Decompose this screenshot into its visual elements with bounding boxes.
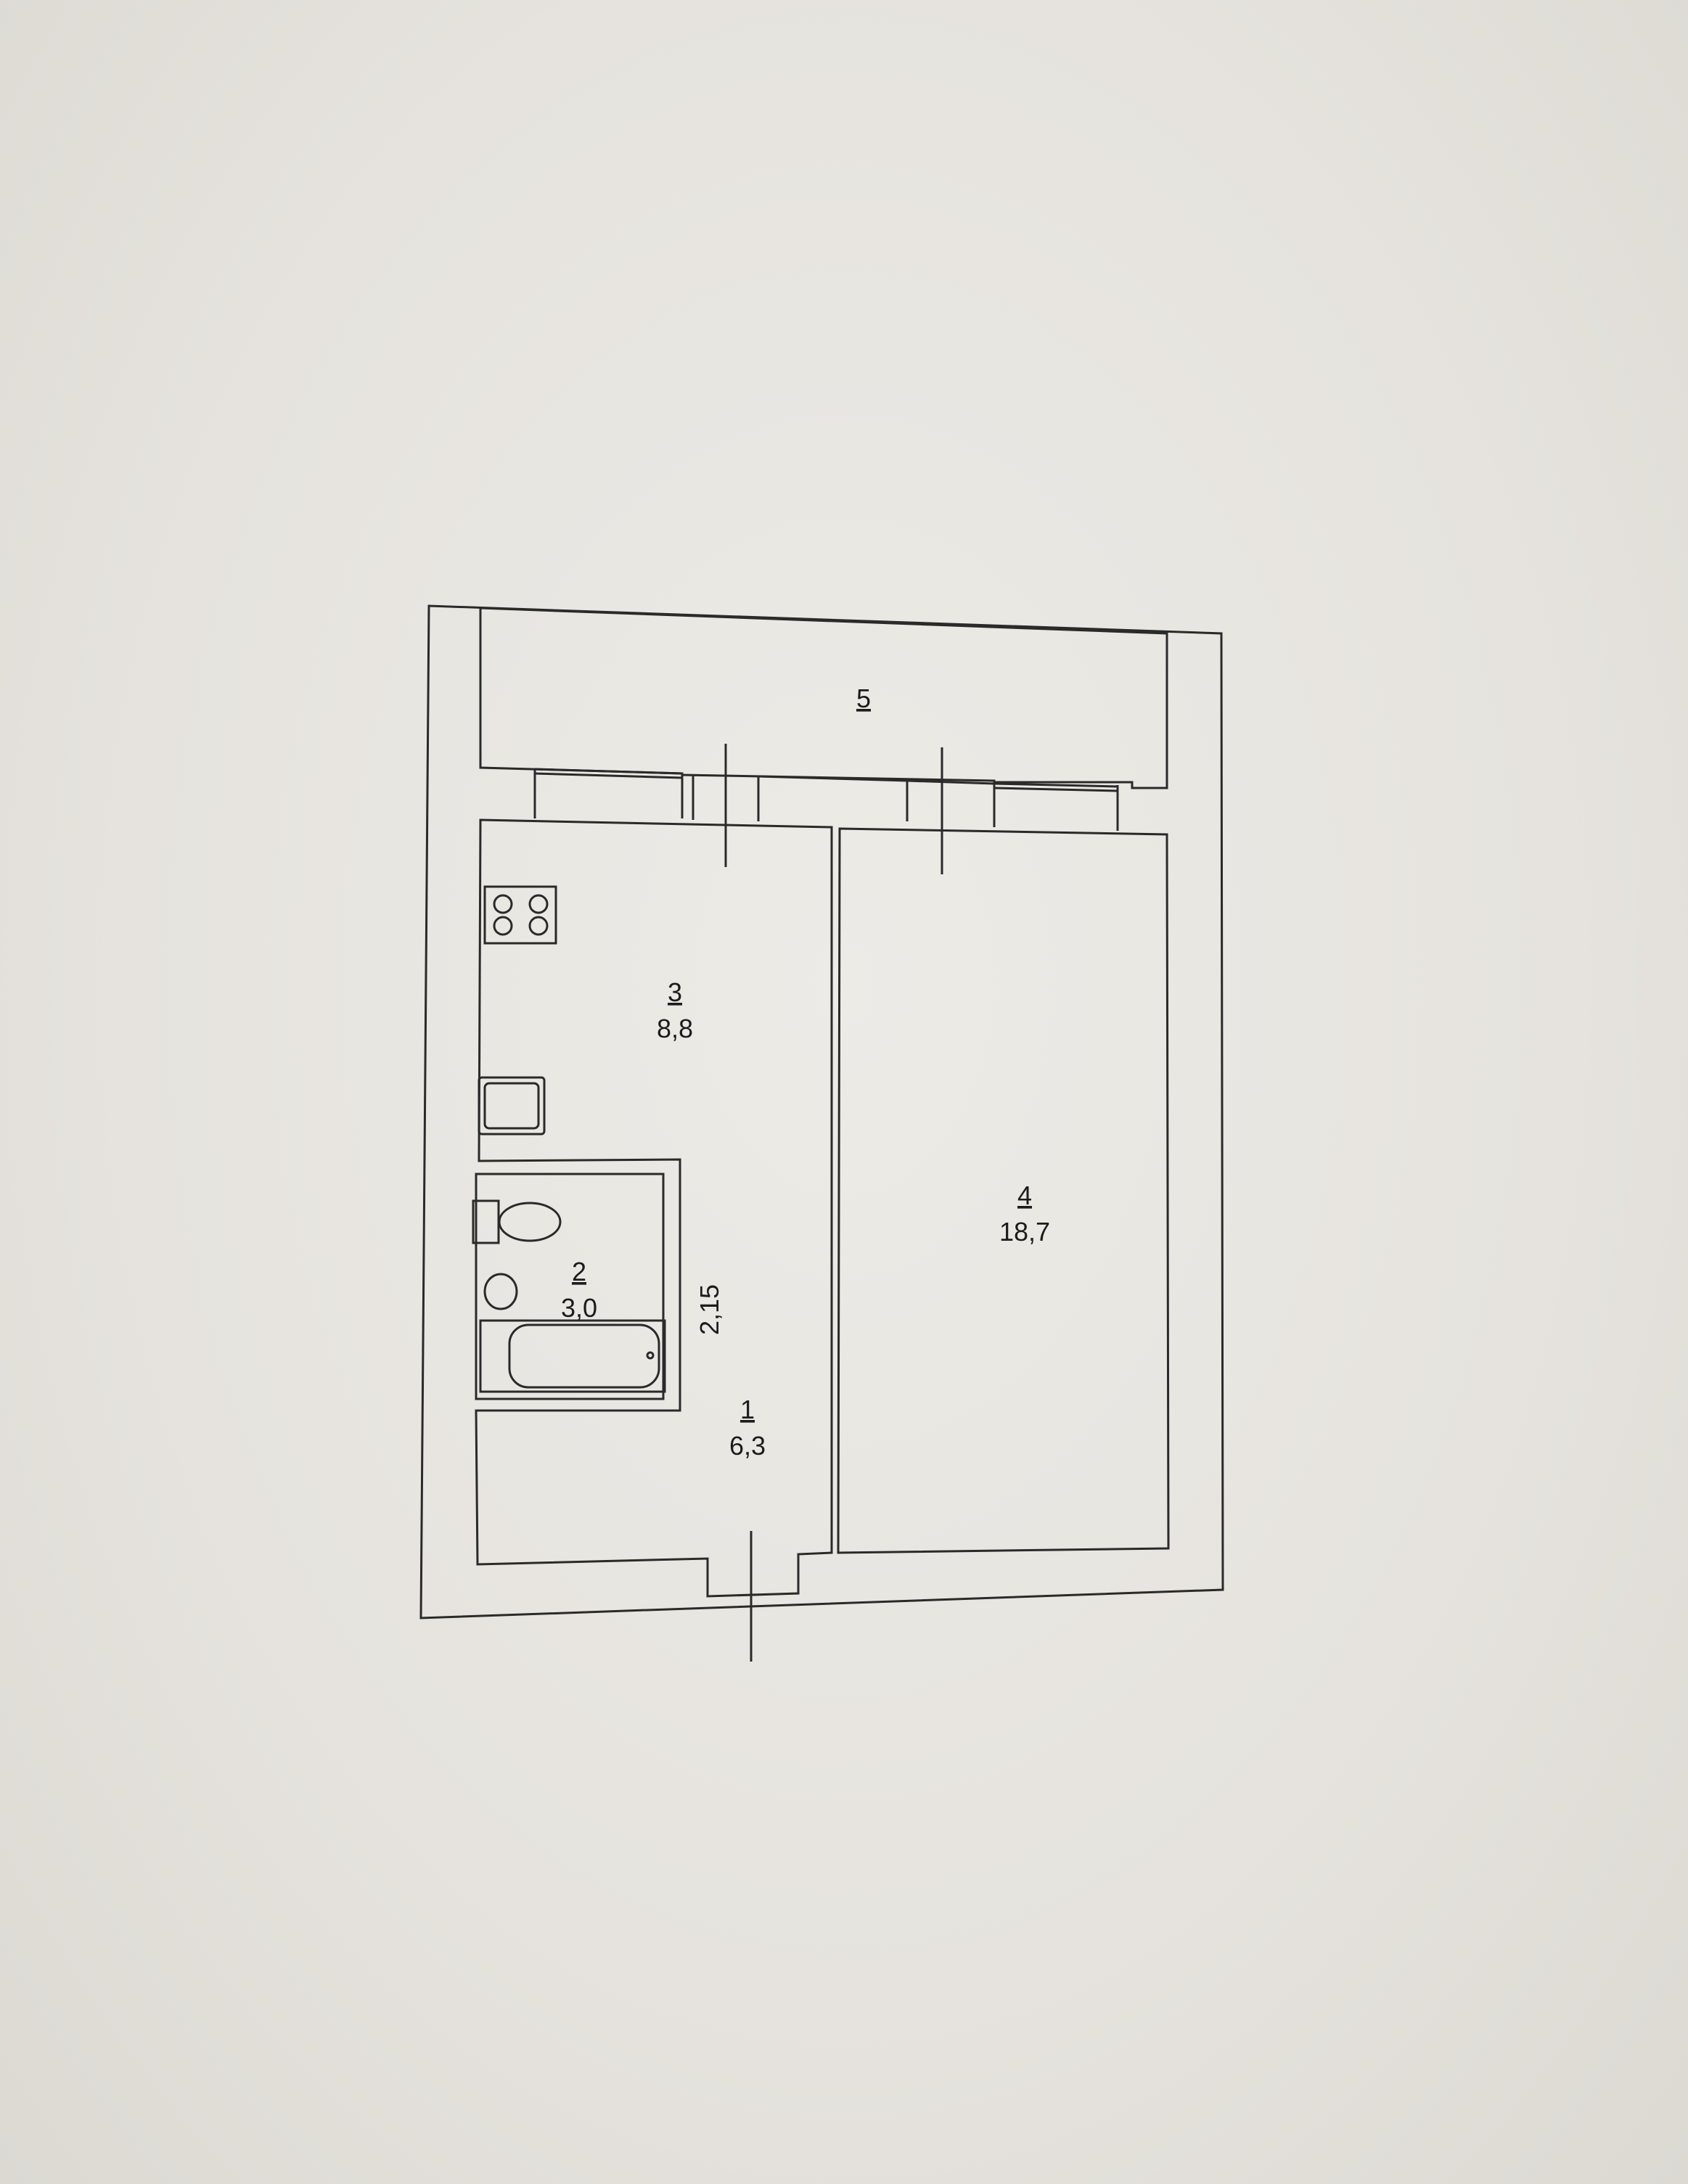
kitchen-hall-room xyxy=(475,818,833,1598)
room-1-area: 6,3 xyxy=(729,1431,766,1461)
balcony-windows xyxy=(533,744,1119,874)
room-3-area: 8,8 xyxy=(657,1014,693,1043)
sink-icon xyxy=(478,1076,546,1136)
outer-wall xyxy=(419,604,1224,1619)
room-2-number: 2 xyxy=(572,1257,586,1286)
room-5-number: 5 xyxy=(856,683,871,713)
room-1-number: 1 xyxy=(740,1395,755,1424)
room-2-area: 3,0 xyxy=(561,1293,597,1323)
bathroom-room-2 xyxy=(475,1173,665,1400)
living-room-4 xyxy=(837,827,1170,1554)
stove-icon xyxy=(483,885,557,945)
room-4-number: 4 xyxy=(1017,1181,1032,1210)
dimension-label: 2,15 xyxy=(695,1284,724,1335)
room-3-number: 3 xyxy=(668,977,682,1007)
bathtub-icon xyxy=(479,1319,666,1393)
room-4-area: 18,7 xyxy=(999,1217,1050,1247)
toilet-icon xyxy=(472,1199,562,1244)
washbasin-icon xyxy=(483,1273,518,1310)
balcony-room-5 xyxy=(479,607,1168,789)
